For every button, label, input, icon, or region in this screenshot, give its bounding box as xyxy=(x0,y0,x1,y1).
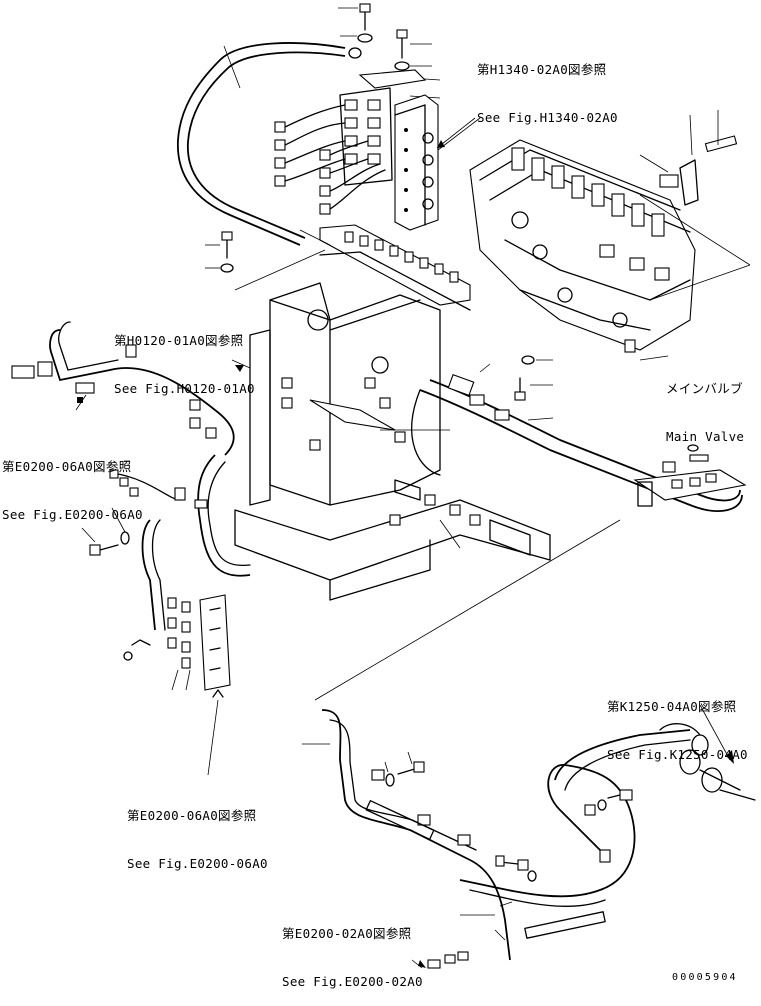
callout-h1340-jp: 第H1340-02A0図参照 xyxy=(477,62,607,77)
callout-e0200-06-bottom-jp: 第E0200-06A0図参照 xyxy=(127,808,257,823)
solenoid-valve-block xyxy=(274,69,481,231)
leader-line xyxy=(314,519,621,701)
callout-e0200-06-bottom-en: See Fig.E0200-06A0 xyxy=(127,856,268,871)
callout-k1250-en: See Fig.K1250-04A0 xyxy=(607,747,748,762)
callout-h0120: 第H0120-01A0図参照 See Fig.H0120-01A0 xyxy=(114,301,255,413)
callout-k1250: 第K1250-04A0図参照 See Fig.K1250-04A0 xyxy=(607,667,748,779)
callout-h0120-en: See Fig.H0120-01A0 xyxy=(114,381,255,396)
callout-e0200-06-left-en: See Fig.E0200-06A0 xyxy=(2,507,143,522)
callout-main-valve-en: Main Valve xyxy=(666,429,745,444)
connector-mounting-bracket xyxy=(205,224,471,311)
callout-main-valve-jp: メインバルブ xyxy=(666,381,743,396)
center-frame xyxy=(234,282,551,601)
callout-e0200-02-jp: 第E0200-02A0図参照 xyxy=(282,926,412,941)
upper-harness-loop xyxy=(177,42,346,246)
callout-k1250-jp: 第K1250-04A0図参照 xyxy=(607,699,737,714)
callout-h1340: 第H1340-02A0図参照 See Fig.H1340-02A0 xyxy=(477,30,618,142)
callout-e0200-02-en: See Fig.E0200-02A0 xyxy=(282,974,423,989)
callout-e0200-06-left-jp: 第E0200-06A0図参照 xyxy=(2,459,132,474)
document-number: 00005904 xyxy=(672,972,738,983)
callout-e0200-06-bottom: 第E0200-06A0図参照 See Fig.E0200-06A0 xyxy=(127,776,268,888)
callout-main-valve: メインバルブ Main Valve xyxy=(666,349,744,461)
callout-h0120-jp: 第H0120-01A0図参照 xyxy=(114,333,244,348)
bottom-harness xyxy=(302,704,756,969)
leader-h1340 xyxy=(436,117,476,149)
main-valve-assembly xyxy=(469,110,751,361)
callout-e0200-02: 第E0200-02A0図参照 See Fig.E0200-02A0 xyxy=(282,894,423,1006)
callout-h1340-en: See Fig.H1340-02A0 xyxy=(477,110,618,125)
right-harness-run xyxy=(411,355,747,512)
callout-e0200-06-left: 第E0200-06A0図参照 See Fig.E0200-06A0 xyxy=(2,427,143,539)
left-harness xyxy=(11,321,251,776)
